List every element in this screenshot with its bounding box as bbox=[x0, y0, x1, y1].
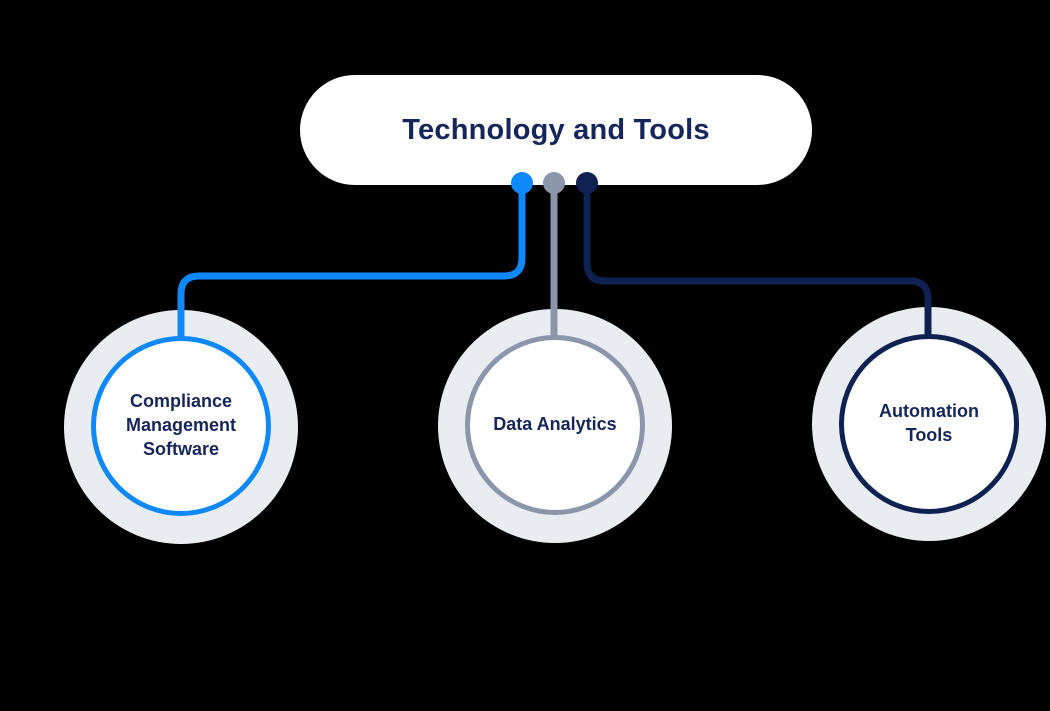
node-label-automation-tools: Automation Tools bbox=[879, 401, 979, 445]
node-label-data-analytics: Data Analytics bbox=[493, 414, 617, 435]
connector-dot-data-analytics bbox=[543, 172, 565, 194]
connector-compliance bbox=[177, 183, 526, 340]
node-circle-automation-tools: Automation Tools bbox=[839, 334, 1019, 514]
node-circle-data-analytics: Data Analytics bbox=[465, 335, 645, 515]
connector-automation-tools bbox=[583, 183, 932, 338]
root-node-title: Technology and Tools bbox=[402, 113, 710, 146]
node-label-compliance-management-software: Compliance Management Software bbox=[125, 391, 237, 459]
connector-dot-automation-tools bbox=[576, 172, 598, 194]
connector-dot-compliance bbox=[511, 172, 533, 194]
root-node-technology-and-tools: Technology and Tools bbox=[300, 75, 812, 185]
node-circle-compliance-management-software: Compliance Management Software bbox=[91, 336, 271, 516]
